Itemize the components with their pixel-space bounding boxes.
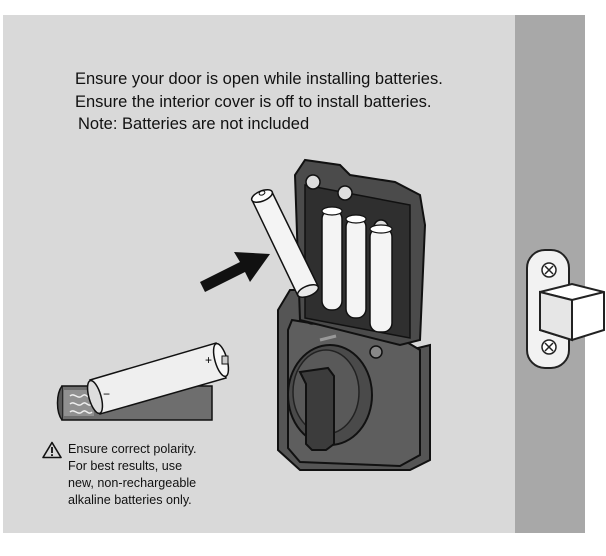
insert-arrow-icon	[200, 252, 270, 292]
warning-line-4: alkaline batteries only.	[68, 493, 192, 507]
warning-text: Ensure correct polarity. For best result…	[68, 441, 197, 509]
battery-minus-label: −	[103, 387, 110, 401]
warning-line-3: new, non-rechargeable	[68, 476, 197, 490]
warning-line-1: Ensure correct polarity.	[68, 442, 197, 456]
instruction-line-2: Ensure the interior cover is off to inst…	[75, 92, 432, 111]
instruction-line-1: Ensure your door is open while installin…	[75, 70, 443, 88]
polarity-battery-diagram: + −	[56, 342, 230, 421]
inserting-battery	[250, 189, 320, 298]
installed-batteries	[321, 206, 393, 333]
instruction-note: Note: Batteries are not included	[78, 115, 310, 133]
warning-line-2: For best results, use	[68, 459, 183, 473]
deadbolt-latch	[539, 282, 605, 342]
warning-triangle-icon	[42, 441, 62, 459]
battery-plus-label: +	[205, 353, 212, 367]
lock-interior-body	[277, 289, 431, 471]
instruction-text-block: Ensure your door is open while installin…	[75, 68, 443, 136]
